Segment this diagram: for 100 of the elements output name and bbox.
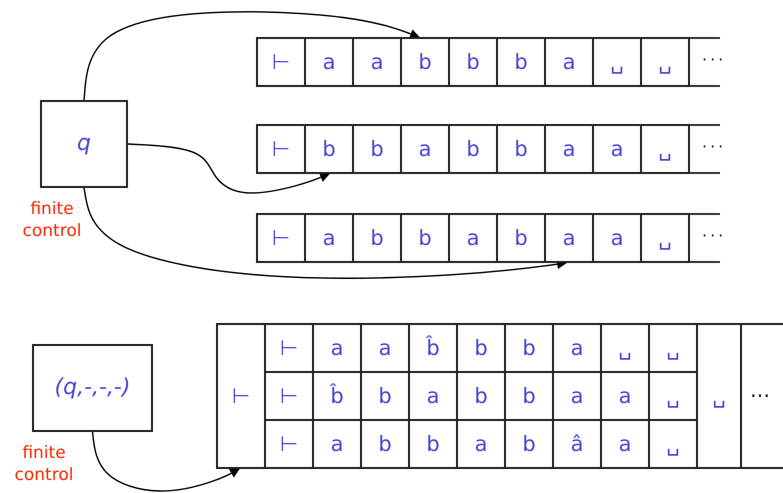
tape-symbol: b [466,138,480,160]
tape-symbol: b [418,52,432,72]
tape-symbol: a [322,52,336,72]
tape-symbol: b̂ [426,338,440,358]
tape-cell [640,124,690,174]
finite-control-box [40,100,128,188]
tape-symbol: b [474,386,488,406]
tape-symbol: ⊢ [272,52,290,72]
tape-cell [544,37,594,87]
tape-symbol: a [618,434,632,454]
tape-symbol: b [522,434,536,454]
tape-symbol: ␣ [666,338,680,358]
tape-symbol: b̂ [330,386,344,406]
tape-cell [592,37,642,87]
arrow [83,11,420,100]
state-label: (q,-,-,-) [54,377,130,399]
tape-symbol: ⊢ [280,434,298,454]
tape-symbol: a [610,228,624,248]
tape-cell [400,124,450,174]
tape-symbol: ⊢ [232,386,250,406]
tape-cell [496,213,546,263]
tape-symbol: a [562,138,576,160]
tape-symbol: ␣ [658,228,672,248]
tape-cell [740,323,783,469]
state-label: q [77,133,91,155]
tape-cell [352,37,402,87]
tape-symbol: b [514,138,528,160]
ellipsis: ··· [702,50,726,69]
tape-symbol: a [370,52,384,72]
tape-symbol: ⊢ [280,338,298,358]
tape-symbol: b [522,386,536,406]
tape-cell [304,124,354,174]
tape-cell [256,124,306,174]
tape-symbol: a [378,338,392,358]
tape-symbol: a [330,434,344,454]
tape-symbol: ␣ [712,386,726,406]
tape-cell [696,323,742,469]
tape-symbol: b [522,338,536,358]
tape-cell [304,213,354,263]
tape-symbol: ␣ [610,52,624,72]
tape-symbol: a [418,138,432,160]
tape-cell [352,213,402,263]
tape-cell [256,37,306,87]
arrow [83,188,567,279]
tape-symbol: ··· [750,386,770,406]
tape-cell [592,124,642,174]
tape-symbol: a [610,138,624,160]
tape-symbol: â [570,434,584,454]
tape-symbol: ␣ [666,434,680,454]
tape-cell [544,213,594,263]
arrow [92,432,240,492]
tape-symbol: a [562,228,576,248]
node-label: finite control [22,198,82,242]
tape-cell [544,124,594,174]
ellipsis: ··· [702,226,726,245]
tape-symbol: a [426,386,440,406]
tape-symbol: a [330,338,344,358]
tape-symbol: b [322,138,336,160]
tape-symbol: a [466,228,480,248]
tape-symbol: a [570,386,584,406]
tape-cell [304,37,354,87]
tape-cell [216,323,266,469]
finite-control-box [32,344,153,432]
tape-symbol: a [474,434,488,454]
tape-symbol: b [378,386,392,406]
tape-cell [448,37,498,87]
tape-cell [496,37,546,87]
tape-symbol: ␣ [666,386,680,406]
tape-cell [256,213,306,263]
tape-cell [592,213,642,263]
tape-symbol: b [378,434,392,454]
tape-cell [640,37,690,87]
tape-symbol: b [466,52,480,72]
arrow [128,143,330,194]
tape-symbol: b [370,138,384,160]
tape-symbol: a [562,52,576,72]
tape-symbol: ␣ [618,338,632,358]
tape-symbol: ⊢ [272,138,290,160]
tape-symbol: b [514,228,528,248]
tape-symbol: a [618,386,632,406]
tape-symbol: b [370,228,384,248]
tape-cell [400,213,450,263]
tape-cell [448,213,498,263]
tape-symbol: ⊢ [272,228,290,248]
node-label: finite control [14,442,74,486]
tape-cell [400,37,450,87]
tape-symbol: ␣ [658,138,672,160]
tape-cell [496,124,546,174]
tape-cell [640,213,690,263]
tape-symbol: b [514,52,528,72]
tape-symbol: b [418,228,432,248]
tape-symbol: ⊢ [280,386,298,406]
tape-symbol: b [426,434,440,454]
ellipsis: ··· [702,137,726,156]
tape-symbol: ␣ [658,52,672,72]
tape-symbol: b [474,338,488,358]
tape-cell [448,124,498,174]
tape-cell [352,124,402,174]
tape-symbol: a [570,338,584,358]
tape-symbol: a [322,228,336,248]
